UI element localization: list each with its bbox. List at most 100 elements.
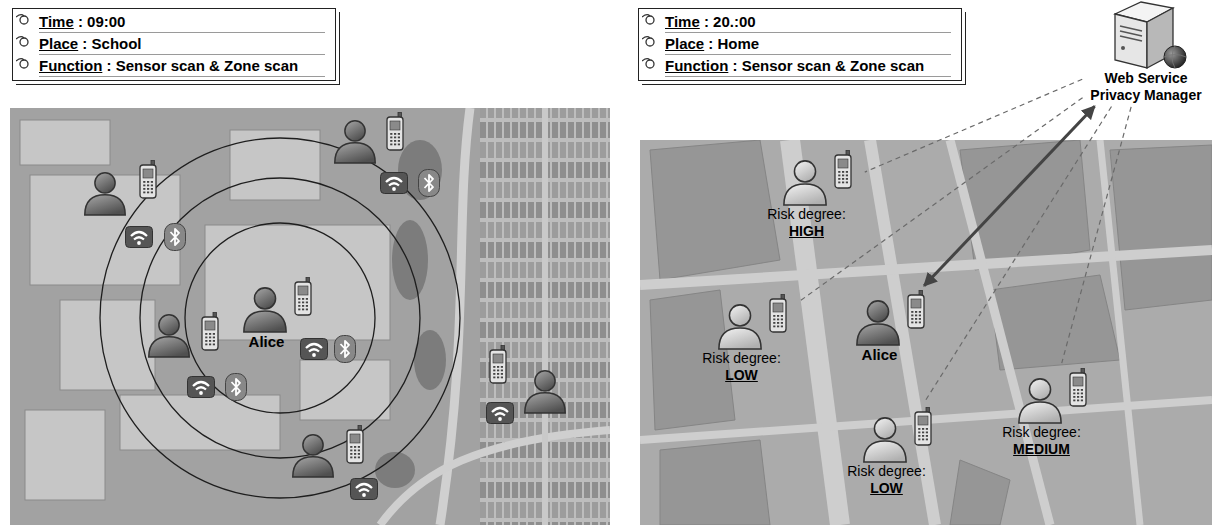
field-name: Function: [39, 57, 102, 74]
phone-icon: [1070, 369, 1086, 407]
wifi-icon: [301, 339, 328, 360]
note-line: Function : Sensor scan & Zone scan: [39, 55, 325, 77]
person-node: Risk degree:MEDIUM: [1000, 366, 1097, 458]
person-icon: [244, 288, 286, 332]
person-icon: [857, 301, 899, 345]
wifi-icon: [126, 227, 153, 248]
range-circles: [100, 138, 460, 498]
server-node: Web Service Privacy Manager: [1085, 0, 1207, 104]
phone-icon: [202, 313, 218, 351]
risk-level: LOW: [700, 367, 797, 384]
person-icon: [1019, 379, 1061, 423]
person-icon: [293, 435, 333, 477]
ring-wire: [642, 15, 650, 17]
road: [542, 108, 548, 525]
map-ground: [10, 108, 610, 525]
bluetooth-icon: [419, 170, 440, 197]
dashed-link: [865, 79, 1082, 172]
person-with-phone: [765, 148, 861, 206]
field-value: : 20.:00: [700, 13, 756, 30]
person-with-phone: [225, 275, 321, 333]
person-name: Alice: [838, 346, 935, 363]
home-map: [640, 140, 1212, 525]
field-value: : Home: [704, 35, 759, 52]
person-node: Risk degree:HIGH: [765, 148, 862, 240]
buildings: [20, 120, 390, 500]
field-name: Place: [665, 35, 704, 52]
field-value: : 09:00: [74, 13, 126, 30]
ring: [20, 38, 28, 46]
person-with-phone: [838, 288, 934, 346]
person-with-phone: [845, 405, 941, 463]
bluetooth-icon: [226, 374, 247, 401]
spiral-rings: [16, 10, 32, 80]
phone-icon: [140, 161, 156, 199]
phone-icon: [295, 278, 311, 316]
ring-wire: [16, 37, 24, 39]
note-card: Time : 20.:00Place : HomeFunction : Sens…: [638, 8, 962, 81]
ring-wire: [642, 37, 650, 39]
trees: [375, 140, 446, 488]
phone-icon: [908, 291, 924, 329]
note-line: Time : 20.:00: [665, 11, 951, 33]
person-icon: [864, 418, 906, 462]
person-node: Risk degree:LOW: [700, 292, 797, 384]
dashed-link: [1062, 107, 1131, 363]
ring-wire: [16, 59, 24, 61]
map-ground: [640, 140, 1212, 525]
ring: [646, 16, 654, 24]
buildings: [650, 140, 1212, 525]
person-icon: [149, 315, 189, 357]
wifi-icon: [487, 403, 514, 424]
person-icon: [335, 121, 375, 163]
phone-icon: [835, 151, 851, 189]
note-line: Time : 09:00: [39, 11, 325, 33]
field-value: : Sensor scan & Zone scan: [728, 57, 924, 74]
field-name: Time: [665, 13, 700, 30]
risk-caption: Risk degree:: [765, 206, 862, 223]
risk-level: MEDIUM: [1000, 441, 1097, 458]
wifi-icon: [381, 173, 408, 194]
note-line: Place : School: [39, 33, 325, 55]
field-name: Function: [665, 57, 728, 74]
ring: [20, 60, 28, 68]
request-arrow: [924, 106, 1094, 286]
parking-lot: [480, 108, 610, 525]
note-line: Place : Home: [665, 33, 951, 55]
risk-level: LOW: [845, 480, 942, 497]
ring: [20, 16, 28, 24]
phone-icon: [770, 295, 786, 333]
risk-caption: Risk degree:: [700, 350, 797, 367]
phone-icon: [490, 346, 506, 384]
nearby-devices: [85, 113, 565, 500]
person-node: Risk degree:LOW: [845, 405, 942, 497]
bluetooth-icon: [165, 224, 186, 251]
server-label: Web Service Privacy Manager: [1085, 70, 1207, 104]
person-icon: [719, 305, 761, 349]
streets: [640, 140, 1212, 525]
school-map: [10, 108, 610, 525]
spiral-rings: [642, 10, 658, 80]
field-name: Place: [39, 35, 78, 52]
bluetooth-icon: [335, 336, 356, 363]
note-card: Time : 09:00Place : SchoolFunction : Sen…: [12, 8, 336, 81]
person-name: Alice: [225, 333, 322, 350]
server-icon: [1085, 0, 1207, 70]
person-icon: [525, 371, 565, 413]
field-value: : Sensor scan & Zone scan: [102, 57, 298, 74]
phone-icon: [347, 426, 363, 464]
person-with-phone: [1000, 366, 1096, 424]
person-icon: [784, 161, 826, 205]
dashed-link: [924, 107, 1111, 403]
globe-icon: [1164, 46, 1186, 68]
wifi-icon: [351, 479, 378, 500]
risk-caption: Risk degree:: [1000, 424, 1097, 441]
risk-caption: Risk degree:: [845, 463, 942, 480]
note-line: Function : Sensor scan & Zone scan: [665, 55, 951, 77]
ring: [646, 60, 654, 68]
wifi-icon: [188, 377, 215, 398]
person-icon: [85, 173, 125, 215]
dashed-link: [799, 98, 1082, 302]
ring-wire: [642, 59, 650, 61]
ring: [646, 38, 654, 46]
